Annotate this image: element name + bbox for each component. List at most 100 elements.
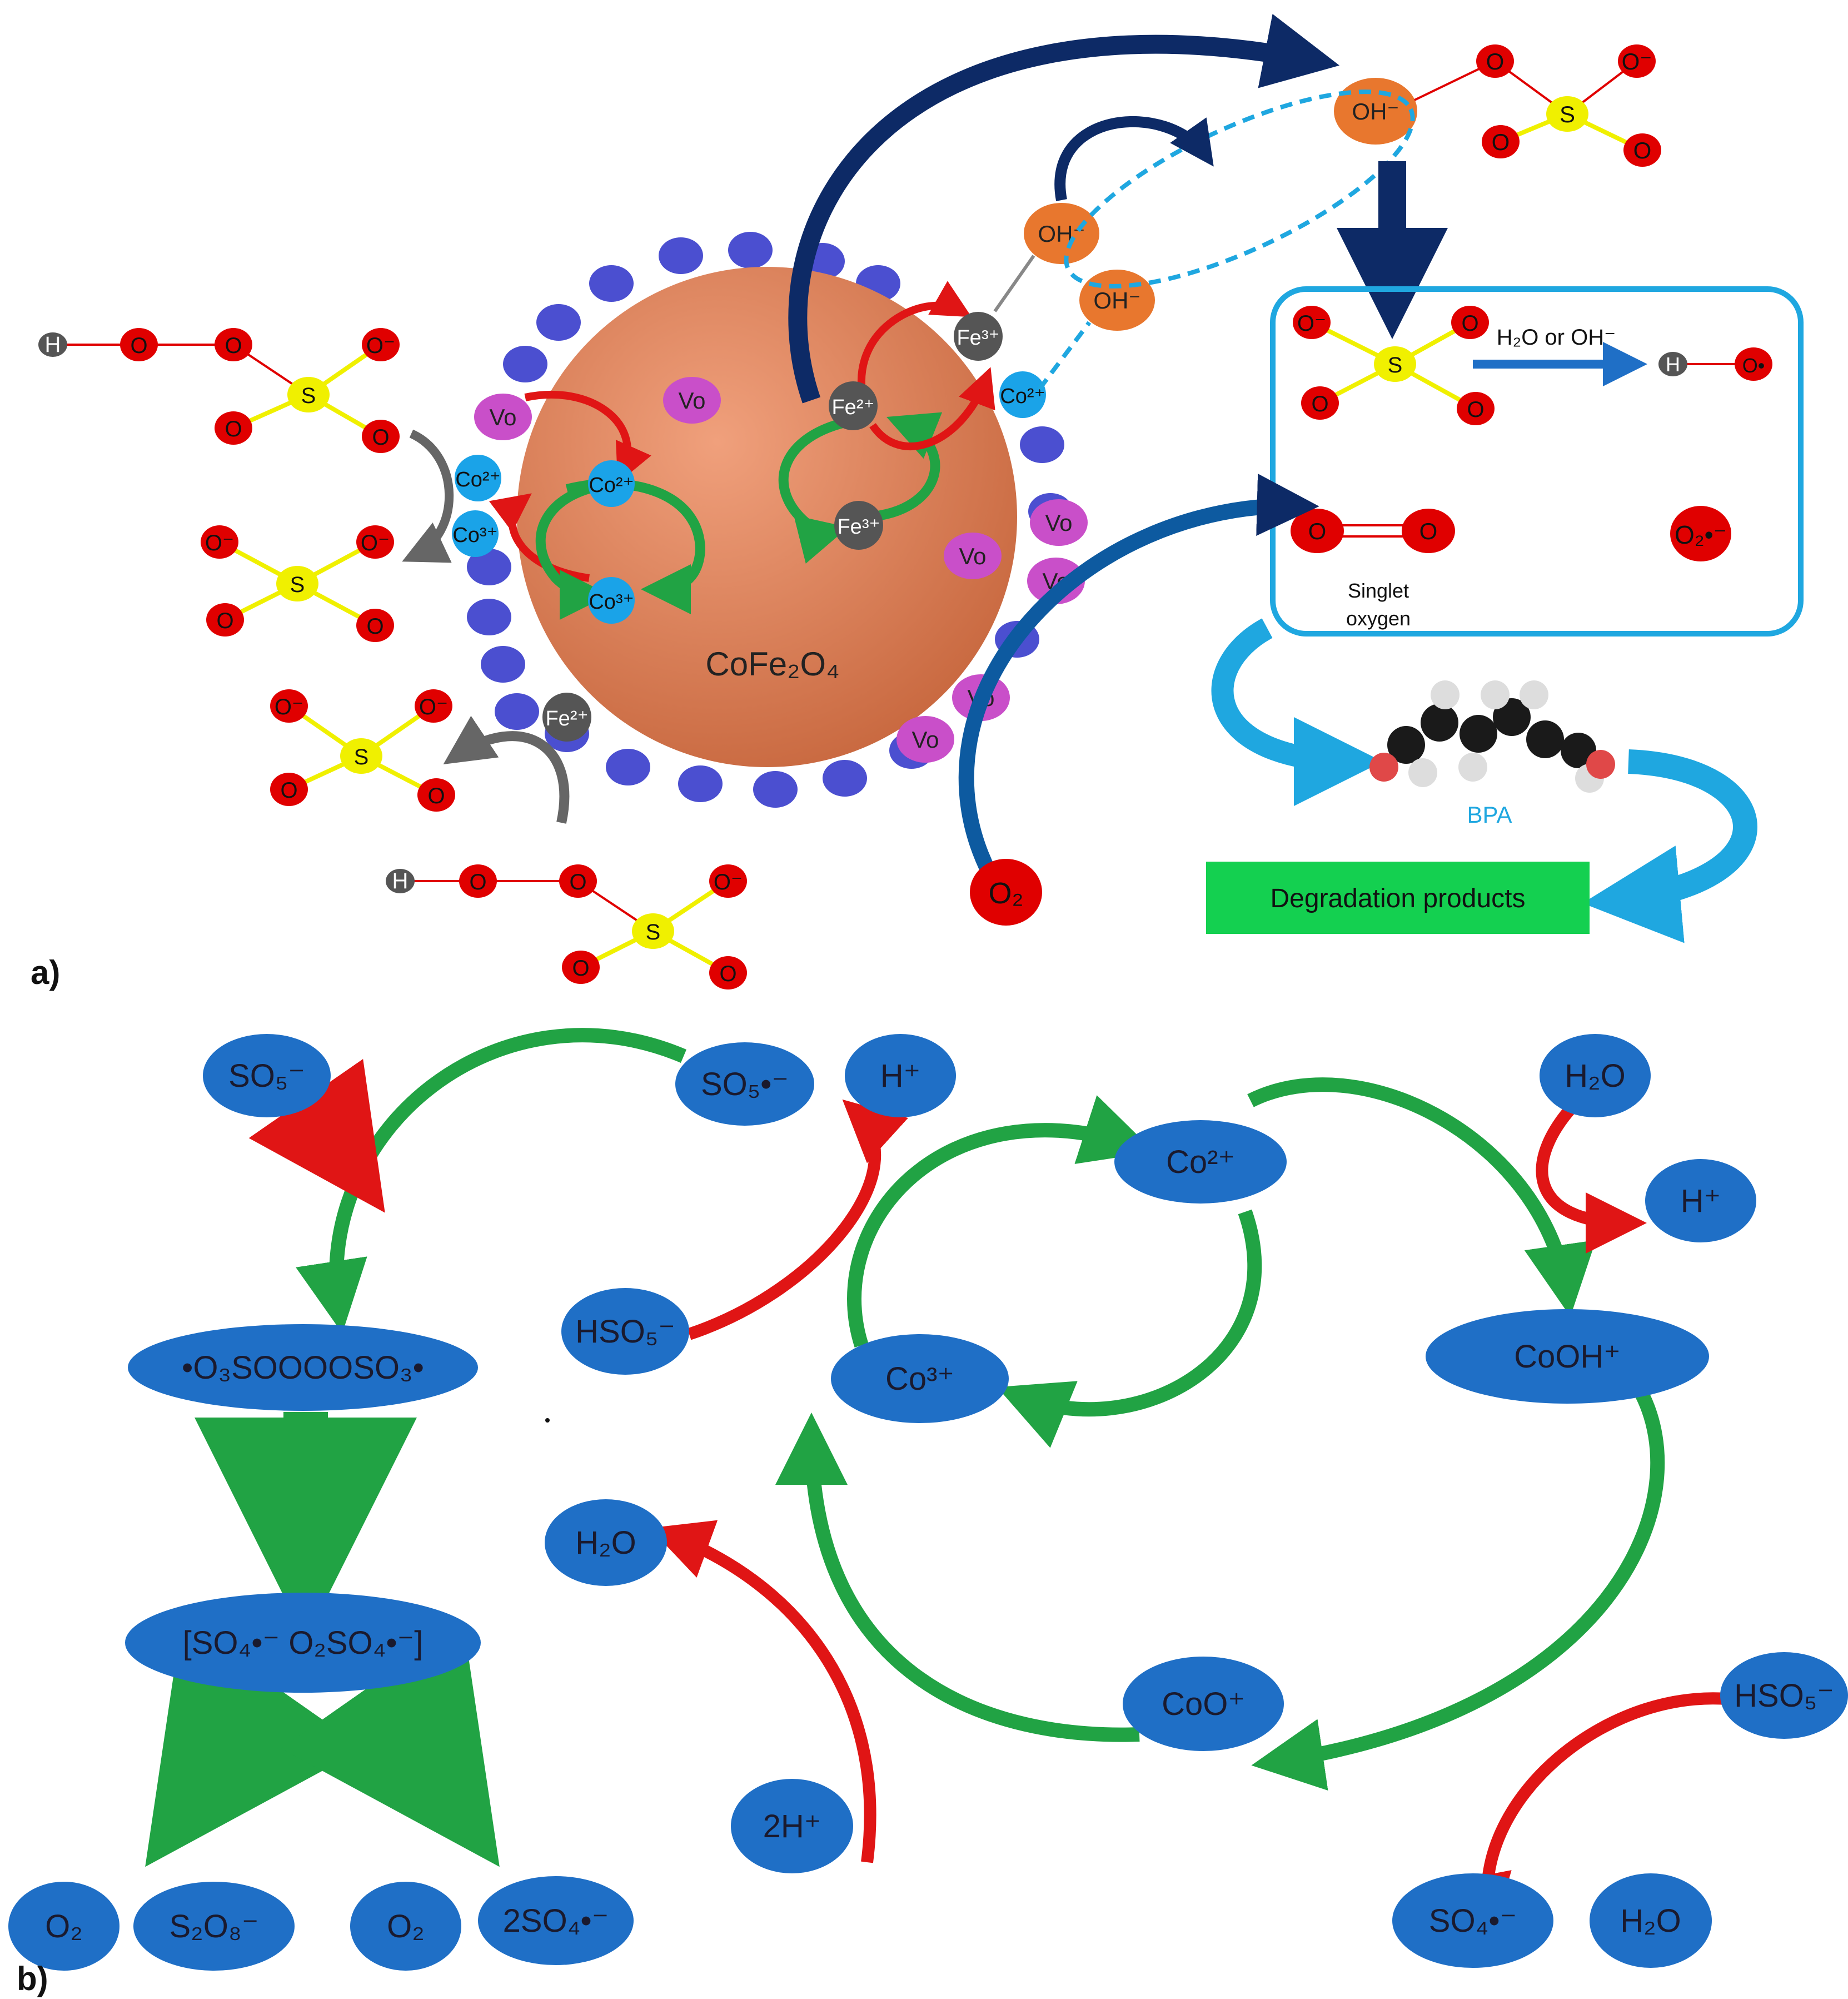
node-hso5-left: HSO₅⁻ xyxy=(561,1288,689,1375)
green-arrows-b xyxy=(145,1028,1665,1867)
svg-text:H⁺: H⁺ xyxy=(1681,1183,1721,1219)
node-two-h: 2H⁺ xyxy=(731,1779,853,1873)
svg-text:OH⁻: OH⁻ xyxy=(1038,221,1085,247)
o2-molecule xyxy=(970,859,1042,926)
svg-text:OH⁻: OH⁻ xyxy=(1352,98,1399,125)
svg-text:O⁻: O⁻ xyxy=(419,695,448,719)
superoxide xyxy=(1670,506,1731,561)
svg-text:Fe³⁺: Fe³⁺ xyxy=(837,515,880,539)
svg-text:O: O xyxy=(1492,129,1510,155)
o2-label: O₂ xyxy=(989,877,1024,910)
panel-a-label: a) xyxy=(31,954,60,991)
grey-arrow-bottom xyxy=(443,715,570,824)
node-s2o8: S₂O₈⁻ xyxy=(133,1882,295,1971)
svg-text:HSO₅⁻: HSO₅⁻ xyxy=(575,1314,675,1350)
svg-text:2SO₄•⁻: 2SO₄•⁻ xyxy=(503,1903,609,1939)
svg-text:O₂: O₂ xyxy=(387,1908,425,1945)
svg-text:Co²⁺: Co²⁺ xyxy=(455,468,500,491)
svg-text:Vo: Vo xyxy=(489,404,516,430)
svg-text:O⁻: O⁻ xyxy=(205,531,234,555)
svg-text:S₂O₈⁻: S₂O₈⁻ xyxy=(170,1908,259,1945)
node-bracket: [SO₄•⁻ O₂SO₄•⁻] xyxy=(125,1593,481,1693)
node-two-so4: 2SO₄•⁻ xyxy=(478,1876,634,1965)
node-h-plus-top: H⁺ xyxy=(845,1034,956,1117)
degradation-products-label: Degradation products xyxy=(1271,884,1526,913)
svg-text:O: O xyxy=(366,614,383,639)
node-so4-radical: SO₄•⁻ xyxy=(1392,1873,1553,1968)
svg-text:S: S xyxy=(1560,101,1575,127)
svg-text:O⁻: O⁻ xyxy=(361,531,390,555)
svg-text:Co²⁺: Co²⁺ xyxy=(1166,1144,1235,1180)
svg-text:O: O xyxy=(225,417,242,441)
node-o2-b: O₂ xyxy=(350,1882,461,1971)
node-h2o-left: H₂O xyxy=(545,1499,667,1586)
particle-label: CoFe₂O₄ xyxy=(705,645,839,683)
svg-text:O•: O• xyxy=(1742,354,1765,377)
pms-bottom: H O O S O⁻ O O xyxy=(386,864,747,989)
svg-text:Vo: Vo xyxy=(911,727,939,753)
singlet-oxygen: O O Singlet oxygen xyxy=(1291,509,1455,630)
svg-text:H: H xyxy=(1666,353,1680,376)
svg-text:HSO₅⁻: HSO₅⁻ xyxy=(1734,1678,1834,1714)
svg-text:•O₃SOOOOSO₃•: •O₃SOOOOSO₃• xyxy=(182,1350,424,1386)
panel-a: CoFe₂O₄ Vo Vo Vo Vo Vo Vo Vo Co²⁺ Co³ xyxy=(31,14,1804,991)
superoxide-label: O₂•⁻ xyxy=(1675,520,1727,549)
svg-text:O: O xyxy=(225,334,242,358)
bpa-to-products-arrow xyxy=(1582,749,1757,943)
node-h-plus-right: H⁺ xyxy=(1645,1159,1756,1242)
svg-text:S: S xyxy=(1388,353,1403,377)
svg-text:S: S xyxy=(354,745,369,769)
svg-text:O: O xyxy=(1308,518,1327,544)
o2-arrow xyxy=(958,474,1319,877)
svg-text:O: O xyxy=(1633,137,1652,163)
node-so5-radical: SO₅•⁻ xyxy=(675,1042,814,1126)
hydroxide-ions: OH⁻ OH⁻ OH⁻ xyxy=(1024,78,1417,331)
svg-text:O: O xyxy=(130,334,147,358)
svg-text:O: O xyxy=(280,778,297,803)
node-hso5-right: HSO₅⁻ xyxy=(1720,1652,1848,1739)
svg-text:S: S xyxy=(646,920,661,944)
stray-dot xyxy=(545,1418,550,1423)
svg-text:O: O xyxy=(1461,311,1478,336)
node-o2-a: O₂ xyxy=(8,1882,119,1971)
svg-text:SO₅•⁻: SO₅•⁻ xyxy=(701,1066,789,1102)
svg-text:O: O xyxy=(1419,518,1438,544)
svg-text:[SO₄•⁻ O₂SO₄•⁻]: [SO₄•⁻ O₂SO₄•⁻] xyxy=(183,1625,424,1661)
svg-text:O: O xyxy=(1467,397,1484,422)
sulfate-radical: O⁻ O S O O xyxy=(1293,306,1495,425)
svg-text:O⁻: O⁻ xyxy=(1622,48,1652,74)
svg-text:H⁺: H⁺ xyxy=(880,1058,921,1094)
iron-redox-cycle xyxy=(778,281,995,564)
pms-left: H O O S O⁻ O O xyxy=(38,328,400,453)
svg-text:Fe²⁺: Fe²⁺ xyxy=(831,396,874,419)
node-co2: Co²⁺ xyxy=(1114,1120,1287,1204)
svg-text:H₂O: H₂O xyxy=(1620,1903,1681,1939)
svg-text:O⁻: O⁻ xyxy=(366,334,395,358)
svg-text:Singlet: Singlet xyxy=(1348,579,1409,602)
svg-text:O⁻: O⁻ xyxy=(714,870,743,894)
svg-text:Co³⁺: Co³⁺ xyxy=(589,590,634,614)
node-h2o-bottom: H₂O xyxy=(1590,1873,1712,1968)
box-arrow-label: H₂O or OH⁻ xyxy=(1497,325,1616,350)
panel-b: SO₅⁻ SO₅•⁻ H⁺ H₂O H⁺ Co²⁺ •O₃SOOOOSO₃• H… xyxy=(8,1028,1848,1997)
svg-text:O: O xyxy=(427,784,445,808)
ions: Co²⁺ Co³⁺ Co²⁺ Co³⁺ Fe²⁺ Fe³⁺ Fe³⁺ Co²⁺ … xyxy=(452,312,1046,742)
svg-text:Vo: Vo xyxy=(959,543,986,569)
red-arrows-b xyxy=(248,1058,1746,1936)
svg-text:2H⁺: 2H⁺ xyxy=(763,1808,821,1844)
reactive-species-box xyxy=(1270,286,1804,637)
svg-text:O: O xyxy=(1486,48,1505,74)
box-to-bpa-arrow xyxy=(1211,618,1383,806)
svg-text:H: H xyxy=(392,869,409,893)
svg-text:OH⁻: OH⁻ xyxy=(1093,287,1140,314)
nodes-b: SO₅⁻ SO₅•⁻ H⁺ H₂O H⁺ Co²⁺ •O₃SOOOOSO₃• H… xyxy=(8,1034,1848,1971)
svg-text:O⁻: O⁻ xyxy=(275,695,303,719)
bpa-label: BPA xyxy=(1467,802,1512,828)
node-tetroxide: •O₃SOOOOSO₃• xyxy=(128,1324,478,1411)
node-cooh: CoOH⁺ xyxy=(1426,1309,1709,1404)
navy-arrows xyxy=(788,14,1448,404)
cofe2o4-particle xyxy=(517,267,1017,767)
svg-text:O: O xyxy=(719,962,736,986)
svg-text:Fe²⁺: Fe²⁺ xyxy=(545,707,588,730)
